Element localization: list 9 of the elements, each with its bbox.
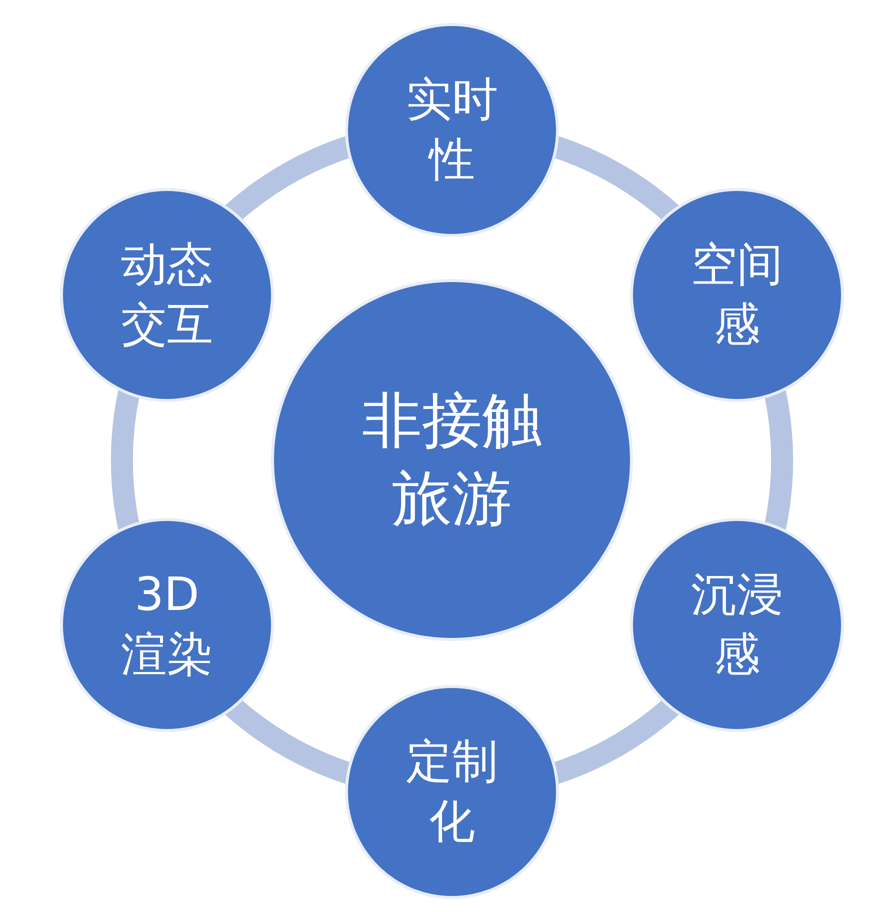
topic-circle: 3D渲染 (63, 521, 271, 729)
ring-connector (764, 390, 794, 530)
topic-circle: 沉浸感 (633, 521, 841, 729)
ring-connector (110, 390, 140, 530)
topic-circle: 定制化 (348, 688, 556, 896)
topic-circle: 动态交互 (63, 191, 271, 399)
center-circle: 非接触旅游 (274, 282, 630, 638)
topic-circle: 空间感 (633, 191, 841, 399)
topic-circle: 实时性 (348, 26, 556, 234)
